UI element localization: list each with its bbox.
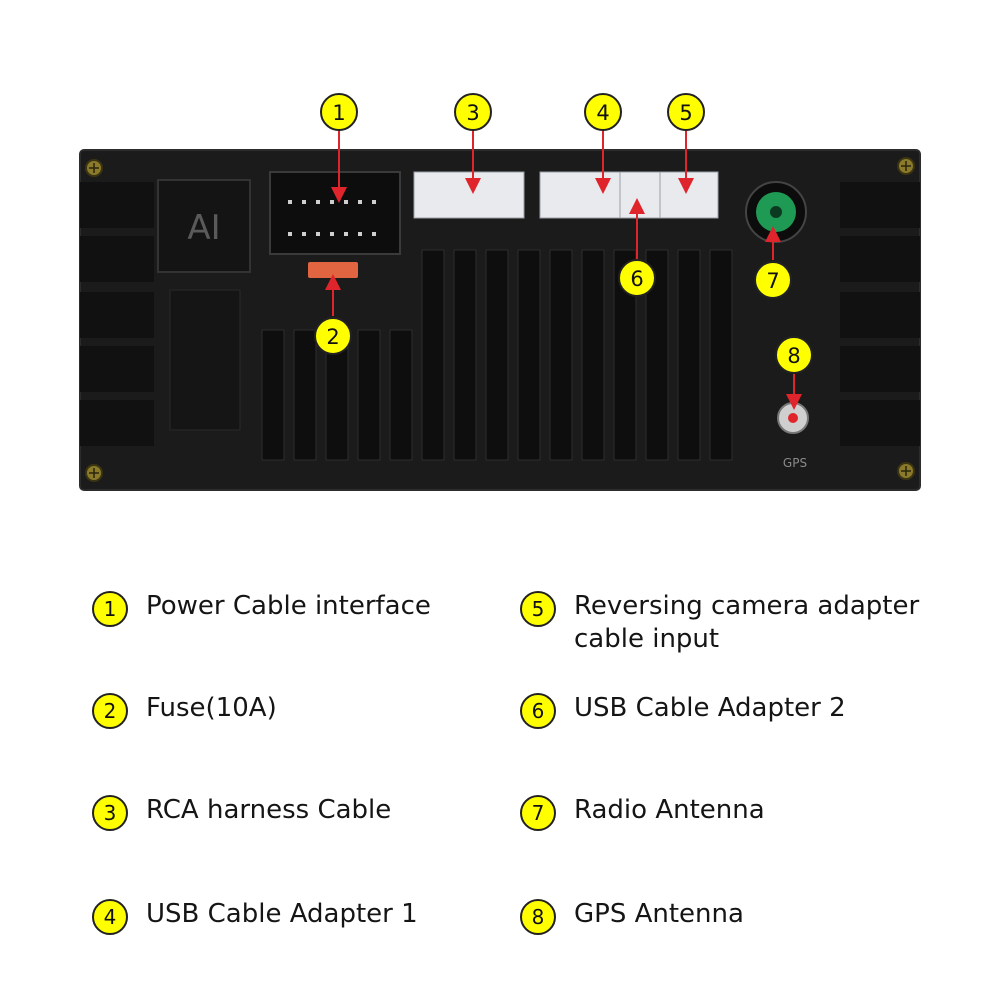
svg-text:5: 5 — [679, 101, 692, 125]
mounting-screw-icons — [85, 157, 915, 482]
right-side-fins — [840, 182, 920, 446]
legend-item-1: 1 Power Cable interface — [92, 590, 431, 627]
legend-label-3: RCA harness Cable — [146, 795, 392, 825]
legend-item-3: 3 RCA harness Cable — [92, 794, 391, 831]
legend-label-7: Radio Antenna — [574, 795, 765, 825]
reversing-camera-connector — [659, 171, 719, 219]
svg-text:6: 6 — [630, 267, 643, 291]
callout-2: 2 — [314, 317, 352, 355]
legend-item-2: 2 Fuse(10A) — [92, 692, 277, 729]
callout-arrows — [325, 130, 802, 410]
legend-badge-6: 6 — [520, 693, 556, 729]
legend-item-7: 7 Radio Antenna — [520, 794, 765, 831]
legend-badge-7: 7 — [520, 795, 556, 831]
callout-4: 4 — [584, 93, 622, 131]
left-side-fins — [80, 182, 154, 446]
legend-label-5: Reversing camera adapter cable input — [574, 591, 920, 654]
legend-label-6: USB Cable Adapter 2 — [574, 693, 846, 723]
legend-label-8: GPS Antenna — [574, 899, 744, 929]
legend-badge-3: 3 — [92, 795, 128, 831]
legend-item-4: 4 USB Cable Adapter 1 — [92, 898, 418, 935]
callout-1: 1 — [320, 93, 358, 131]
logo-plate — [157, 179, 251, 273]
svg-text:8: 8 — [787, 344, 800, 368]
usb-adapter-2-connector — [619, 171, 661, 219]
callout-6: 6 — [618, 259, 656, 297]
fuse-10a — [308, 262, 358, 278]
legend-badge-1: 1 — [92, 591, 128, 627]
rca-harness-connector — [413, 171, 525, 219]
svg-text:7: 7 — [766, 269, 779, 293]
callout-5: 5 — [667, 93, 705, 131]
legend-badge-4: 4 — [92, 899, 128, 935]
legend: 1 Power Cable interface 2 Fuse(10A) 3 RC… — [0, 560, 1000, 980]
svg-text:2: 2 — [326, 325, 339, 349]
heat-sink-fins — [261, 249, 733, 461]
callout-3: 3 — [454, 93, 492, 131]
legend-label-2: Fuse(10A) — [146, 693, 277, 723]
legend-item-8: 8 GPS Antenna — [520, 898, 744, 935]
head-unit-rear-panel-diagram: AI GPS — [79, 93, 921, 491]
legend-badge-8: 8 — [520, 899, 556, 935]
svg-text:3: 3 — [466, 101, 479, 125]
svg-text:1: 1 — [332, 101, 345, 125]
legend-label-1: Power Cable interface — [146, 591, 431, 621]
power-cable-connector — [269, 171, 401, 255]
gps-port-label: GPS — [783, 456, 807, 470]
legend-label-4: USB Cable Adapter 1 — [146, 899, 418, 929]
callout-8: 8 — [775, 336, 813, 374]
legend-badge-2: 2 — [92, 693, 128, 729]
callout-7: 7 — [754, 261, 792, 299]
unit-logo: AI — [187, 208, 220, 248]
legend-badge-5: 5 — [520, 591, 556, 627]
legend-item-6: 6 USB Cable Adapter 2 — [520, 692, 846, 729]
svg-text:4: 4 — [596, 101, 609, 125]
legend-item-5: 5 Reversing camera adapter cable input — [520, 590, 919, 656]
usb-adapter-1-connector — [539, 171, 621, 219]
